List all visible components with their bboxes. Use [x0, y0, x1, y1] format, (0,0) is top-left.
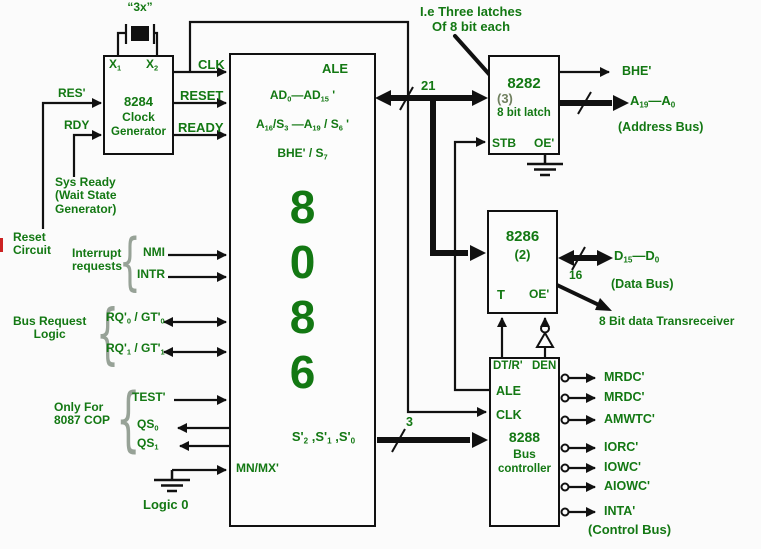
pin-rq1-gt1: RQ'1 / GT'1	[106, 341, 165, 357]
ctrl-out-5: AIOWC'	[604, 479, 651, 493]
out-data-bus-name: (Data Bus)	[611, 277, 674, 291]
pin-x2: X2	[146, 57, 159, 73]
logic0-label: Logic 0	[143, 497, 189, 512]
pin-dtr: DT/R'	[493, 360, 523, 372]
pin-res: RES'	[58, 86, 86, 100]
chip-8284-title: 8284	[124, 94, 153, 109]
bus-request-line1: Bus Request	[13, 314, 87, 328]
ctrl-out-2: AMWTC'	[604, 412, 655, 426]
cpu-digit-4: 6	[289, 346, 316, 398]
pin-qs0: QS0	[137, 417, 159, 433]
pin-8288-clk: CLK	[496, 408, 522, 422]
pin-clk: CLK	[198, 57, 225, 72]
ground-icon-logic0	[154, 470, 190, 493]
crystal-label: “3x”	[127, 0, 153, 14]
cpu-digit-2: 0	[289, 236, 316, 288]
out-data-bus: D15—D0	[614, 248, 660, 265]
ctrl-output-pins	[560, 373, 596, 517]
ctrl-out-1: MRDC'	[604, 390, 645, 404]
chip-8282-title: 8282	[507, 75, 541, 92]
interrupt-label-1: Interrupt	[72, 246, 122, 260]
ctrl-out-6: INTA'	[604, 504, 636, 518]
chip-8282-qty: (3)	[497, 91, 513, 106]
bus-request-label: Bus Request Logic	[13, 314, 87, 342]
chip-8282-desc: 8 bit latch	[497, 107, 551, 119]
chip-8288-name1: Bus	[513, 447, 536, 461]
wire-rdy	[72, 130, 102, 177]
cpu-a-s-bus: A16/S3 —A19 / S6 '	[255, 117, 350, 133]
pin-8288-ale: ALE	[496, 384, 521, 398]
bus-3-label: 3	[406, 415, 413, 429]
reset-circuit-line1: Reset	[13, 230, 46, 244]
cpu-digit-1: 8	[289, 181, 316, 233]
pin-rq0-gt0: RQ'0 / GT'0	[106, 310, 165, 326]
chip-8286-box	[487, 210, 558, 314]
brace-coprocessor: {	[116, 378, 141, 460]
chip-8284-name1: Clock	[122, 110, 155, 124]
cpu-ale: ALE	[322, 61, 348, 76]
sys-ready-note: Sys Ready (Wait State Generator)	[55, 175, 117, 216]
chip-8284-box	[103, 55, 174, 155]
chip-8286-qty: (2)	[514, 247, 531, 262]
pin-test: TEST'	[132, 390, 166, 404]
bus-21-label: 21	[421, 78, 436, 93]
bus-16-data	[558, 246, 613, 271]
latches-note-line1: I.e Three latches	[420, 4, 522, 19]
bus-address-out	[560, 91, 629, 115]
pin-stb: STB	[492, 136, 516, 150]
out-address-bus: A19—A0	[630, 93, 676, 110]
cpu-ad-bus: AD0—AD15 '	[269, 88, 336, 104]
crystal-icon	[116, 24, 159, 56]
sys-ready-line2: (Wait State	[55, 188, 117, 203]
coprocessor-label: Only For 8087 COP	[54, 400, 111, 428]
pin-qs1: QS1	[137, 436, 159, 452]
brace-bus-request: {	[96, 295, 120, 372]
wire-den-to-oe	[535, 317, 555, 357]
ctrl-out-4: IOWC'	[604, 460, 641, 474]
pin-den: DEN	[532, 360, 557, 372]
cpu-bhe-s7: BHE' / S7	[277, 146, 328, 162]
reset-circuit-line2: Circuit	[13, 243, 52, 258]
pin-8282-oe: OE'	[534, 136, 555, 150]
chip-8288-name2: controller	[497, 463, 552, 475]
chip-8288-box	[489, 357, 560, 527]
sys-ready-line1: Sys Ready	[55, 175, 116, 189]
out-address-bus-name: (Address Bus)	[618, 120, 704, 134]
sys-ready-line3: Generator)	[55, 201, 117, 216]
cpu-digit-3: 8	[289, 291, 316, 343]
latches-note-line2: Of 8 bit each	[431, 19, 511, 34]
bus-16-label: 16	[569, 268, 583, 282]
pin-nmi: NMI	[143, 245, 165, 259]
pin-x1: X1	[109, 57, 122, 73]
interrupt-label-2: requests	[72, 259, 123, 274]
ground-icon-8282-oe	[527, 155, 563, 177]
brace-interrupt: {	[119, 225, 141, 298]
chip-8086-box	[229, 53, 376, 527]
cpu-mnmx: MN/MX'	[236, 461, 279, 475]
chip-8288-title: 8288	[508, 429, 541, 445]
chip-8286-title: 8286	[505, 228, 540, 245]
bus-branch-to-8286	[430, 98, 486, 261]
pin-8286-oe: OE'	[529, 287, 550, 301]
pin-t: T	[497, 287, 505, 302]
interrupt-group-label: Interrupt requests	[72, 246, 123, 274]
pin-intr: INTR	[137, 267, 165, 281]
wire-ale-to-stb	[453, 137, 490, 392]
out-bhe: BHE'	[622, 64, 652, 78]
cpu-status-pins: S'2 ,S'1 ,S'0	[291, 429, 356, 446]
coprocessor-line2: 8087 COP	[54, 413, 111, 428]
red-edge-artifact	[0, 238, 3, 252]
ctrl-out-3: IORC'	[604, 440, 639, 454]
reset-circuit-note: Reset Circuit	[13, 230, 52, 258]
control-bus-name: (Control Bus)	[588, 522, 672, 537]
ctrl-out-0: MRDC'	[604, 370, 645, 384]
bus-request-line2: Logic	[33, 327, 66, 342]
pin-ready: READY	[178, 120, 224, 135]
pin-rdy: RDY	[64, 118, 90, 132]
chip-8284-name2: Generator	[111, 126, 166, 138]
transceiver-note: 8 Bit data Transreceiver	[599, 314, 735, 328]
pin-reset: RESET	[180, 88, 224, 103]
coprocessor-line1: Only For	[54, 400, 104, 414]
chip-8282-box	[488, 55, 560, 155]
